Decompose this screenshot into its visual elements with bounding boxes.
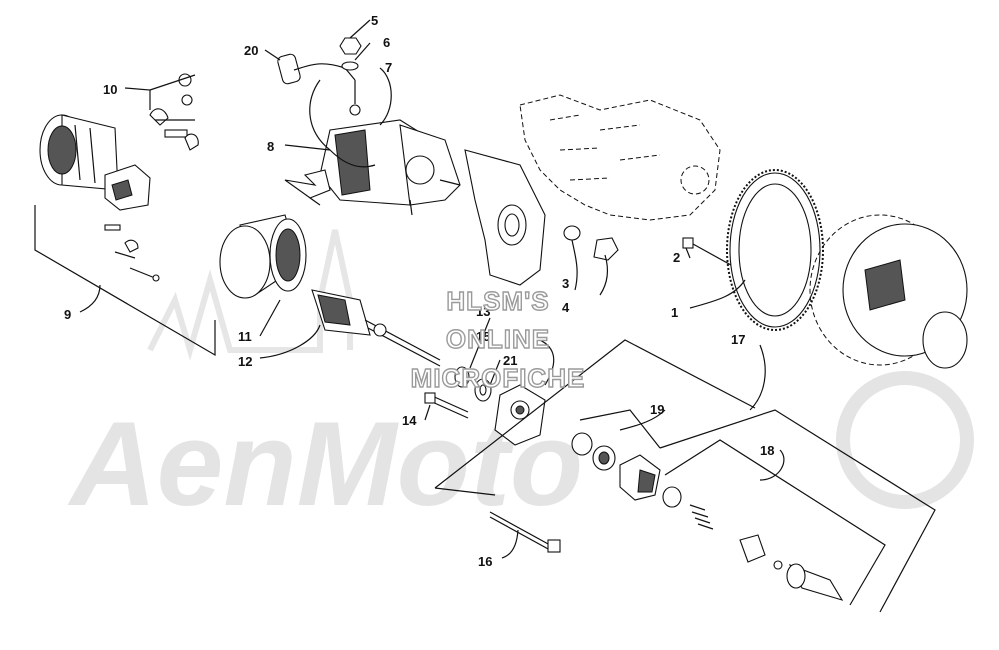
field-frame [219, 214, 307, 299]
callout-labels: 1 2 3 4 5 6 7 8 9 10 11 12 13 14 15 16 1… [64, 13, 774, 569]
callout-2: 2 [673, 250, 680, 265]
watermark-skyline-icon [147, 229, 353, 361]
callout-6: 6 [383, 35, 390, 50]
leader-lines [34, 19, 936, 613]
callout-3: 3 [562, 276, 569, 291]
terminal-nut [339, 37, 362, 71]
long-bolt [489, 511, 561, 553]
watermark-line2: ONLINE [446, 324, 550, 354]
callout-10: 10 [103, 82, 117, 97]
drive-end-housing [39, 114, 119, 191]
callout-13: 13 [476, 304, 490, 319]
brush-springs [104, 224, 160, 282]
callout-11: 11 [238, 329, 252, 344]
watermark-text: HLSM'S ONLINE MICROFICHE [410, 285, 586, 393]
direction-arrow-icon [284, 169, 331, 206]
terminal-post-icon [349, 104, 361, 116]
armature [311, 289, 441, 367]
bendix-drive [571, 432, 661, 501]
engine-block [519, 94, 721, 221]
pinion-kit [662, 486, 844, 601]
starter-bracket [464, 149, 546, 286]
callout-9: 9 [64, 307, 71, 322]
callout-5: 5 [371, 13, 378, 28]
ring-gear [726, 169, 824, 331]
hardware-kit [149, 73, 199, 151]
watermark-line3: MICROFICHE [411, 363, 586, 393]
callout-12: 12 [238, 354, 252, 369]
callout-7: 7 [385, 60, 392, 75]
callout-15: 15 [476, 329, 490, 344]
brush-holder [104, 164, 151, 211]
flywheel [809, 214, 968, 369]
callout-18: 18 [760, 443, 774, 458]
watermark-line1: HLSM'S [446, 286, 549, 316]
callout-8: 8 [267, 139, 274, 154]
callout-4: 4 [562, 300, 570, 315]
callout-16: 16 [478, 554, 492, 569]
through-bolt [424, 392, 469, 419]
watermark-wheel-icon [836, 371, 974, 509]
callout-19: 19 [650, 402, 664, 417]
starter-motor-assembled [319, 80, 461, 216]
callout-14: 14 [402, 413, 417, 428]
callout-1: 1 [671, 305, 678, 320]
callout-20: 20 [244, 43, 258, 58]
callout-17: 17 [731, 332, 745, 347]
callout-21: 21 [503, 353, 517, 368]
commutator-end-cap [494, 384, 546, 446]
washers [454, 366, 492, 402]
